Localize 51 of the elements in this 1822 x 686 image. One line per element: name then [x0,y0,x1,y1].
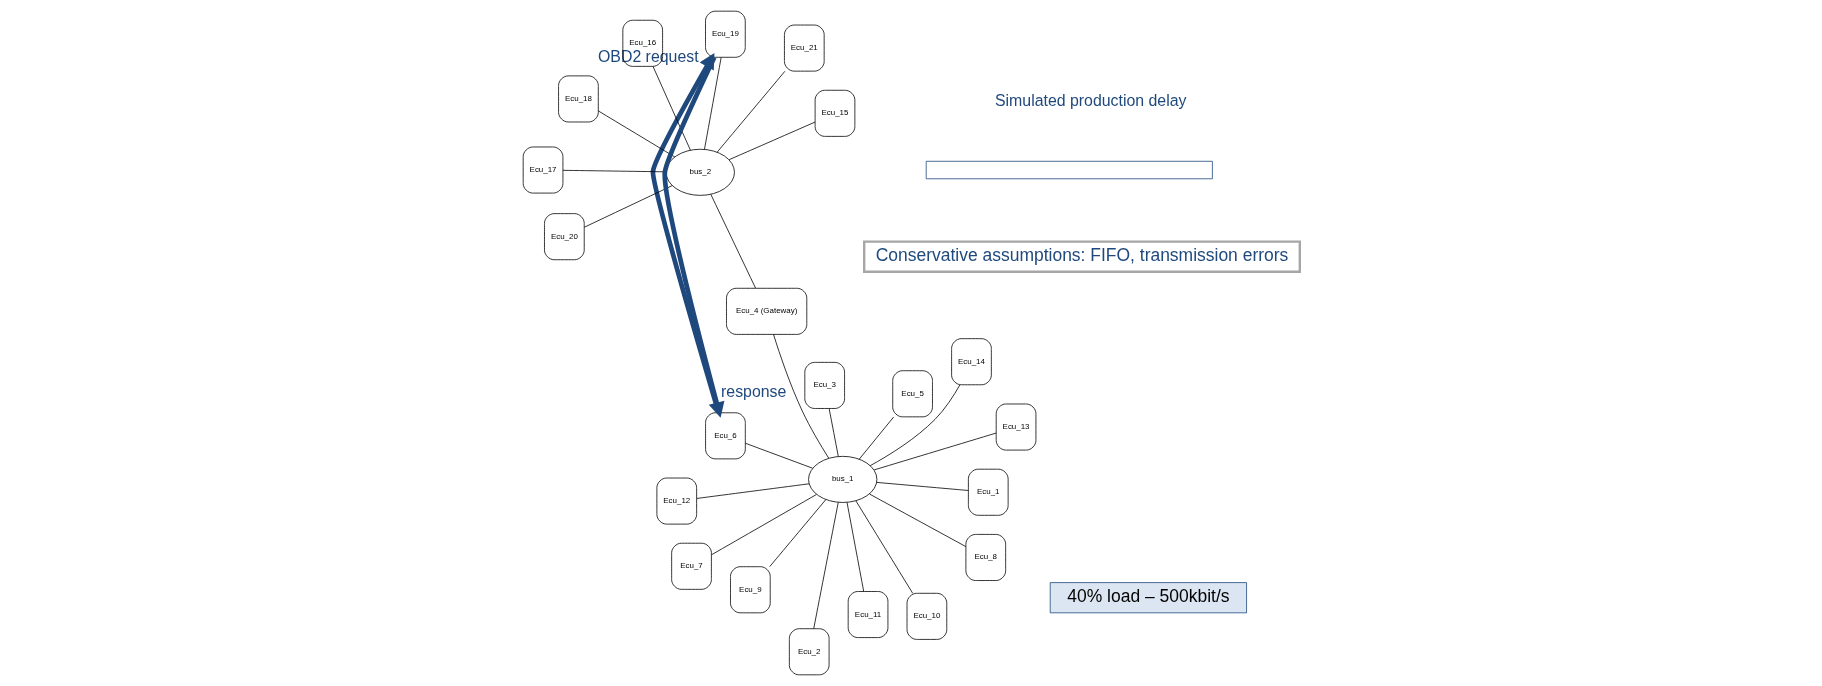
connector [768,499,826,567]
node-box: Ecu_17 [522,146,563,194]
connector [868,493,966,548]
node-box: Conservative assumptions: FIFO, transmission errors [862,240,1301,273]
node-box: Ecu_15 [814,89,855,137]
node-box: Ecu_2 [788,628,829,676]
node-box: Ecu_3 [803,361,845,409]
node-ellipse: bus_1 [807,455,877,503]
connector [597,110,675,158]
node-box: Ecu_5 [891,370,933,418]
connector [869,384,960,467]
connector [812,501,839,629]
edge-label: response [720,382,786,400]
connector [709,193,756,289]
node-box: Ecu_10 [906,592,947,640]
connector [772,334,829,459]
connector [695,483,810,499]
connector [858,416,894,460]
node-box: Ecu_12 [656,477,697,525]
label: Simulated production delay [994,92,1187,110]
connector [716,70,785,153]
node-box: Ecu_13 [995,403,1036,451]
connector [873,432,996,471]
edge-label: OBD2 request [597,47,699,65]
node-box: Ecu_9 [729,566,771,614]
connector [652,66,691,151]
node-box: Ecu_21 [783,24,825,72]
node-box [925,160,1213,180]
connector [583,185,673,228]
node-box: Ecu_1 [967,468,1009,516]
node-box: Ecu_11 [847,591,888,638]
connector [828,408,839,457]
arrow [661,56,724,418]
connector [703,57,722,150]
connector [710,494,817,556]
connector [744,442,813,469]
node-ellipse: bus_2 [665,148,735,196]
node-box: Ecu_20 [543,213,585,261]
node-box: Ecu_18 [557,75,599,123]
connector [728,121,815,161]
node-box: Ecu_14 [950,338,992,386]
connector [875,482,969,491]
node-box: Ecu_19 [704,10,746,58]
connector [562,169,666,173]
node-box: 40% load – 500kbit/s [1049,582,1247,614]
node-box: Ecu_7 [670,542,712,590]
node-box: Ecu_6 [704,412,746,460]
connector [854,500,913,594]
node-box: Ecu_8 [965,534,1006,581]
node-box: Ecu_4 (Gateway) [725,287,807,335]
connector [846,501,864,592]
